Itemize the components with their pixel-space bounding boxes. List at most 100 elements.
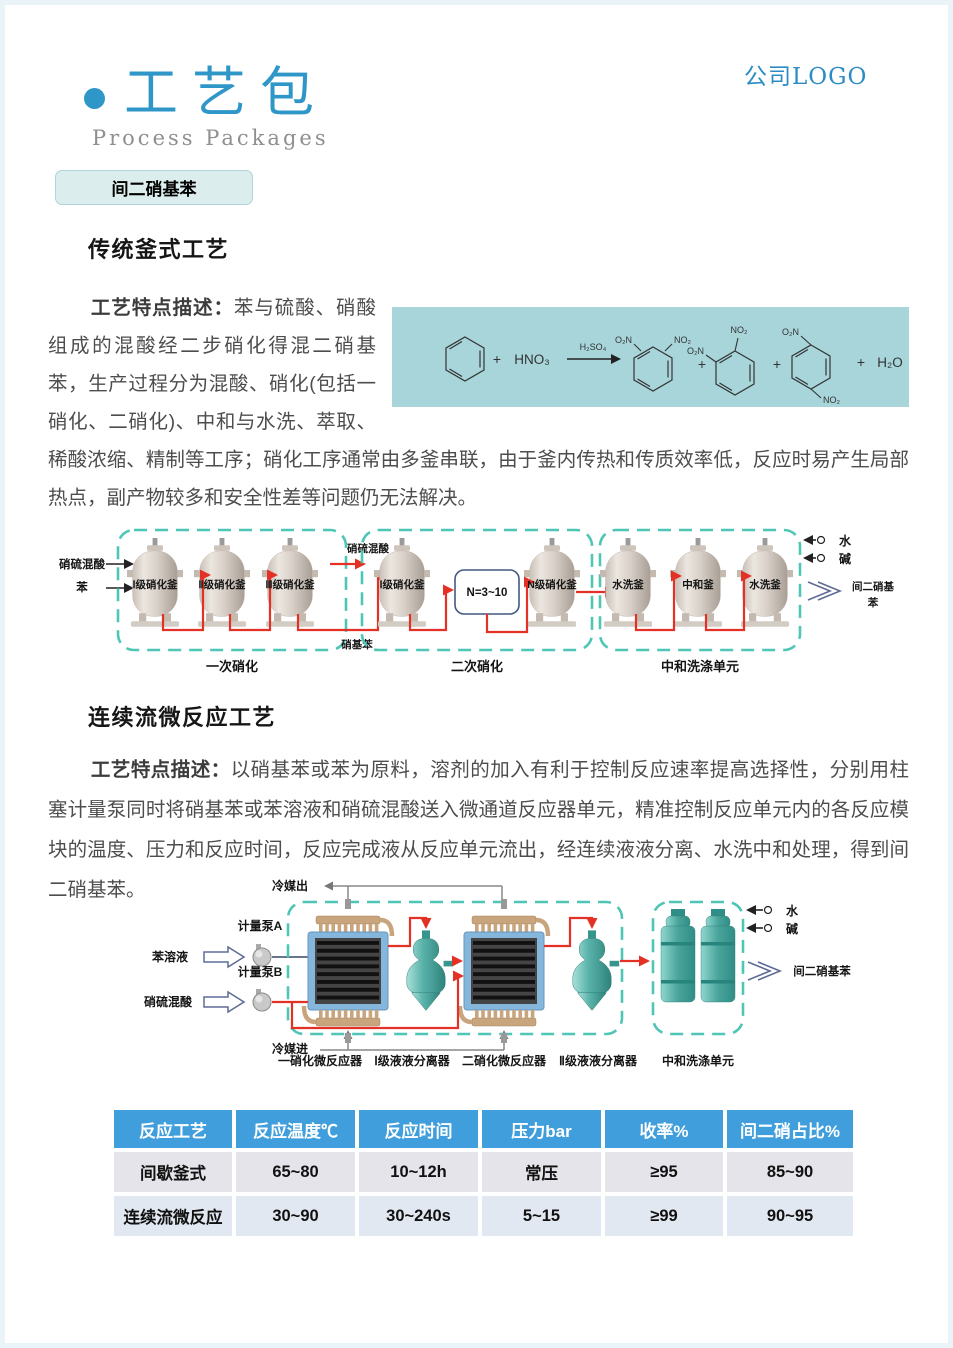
product-h2o: H₂O [877,355,903,370]
substituent-no2: NO₂ [674,335,692,345]
p-dinitrobenzene-ring-icon [791,344,831,390]
table-cell: ≥99 [605,1196,723,1236]
reaction-unit-boundary [286,900,624,1036]
m-dinitrobenzene-ring-icon [633,346,673,392]
column-icon [660,908,696,1003]
plus-sign: + [857,354,865,370]
flow-line [408,584,454,632]
paragraph-lead: 工艺特点描述： [90,759,231,781]
flow-line [388,916,432,948]
catalyst-h2so4: H₂SO₄ [580,342,607,352]
output-arrow-icon [747,961,773,981]
microreactor-icon [304,899,392,1043]
paragraph-lead: 工艺特点描述： [90,297,234,319]
table-row: 间歇釜式 65~80 10~12h 常压 ≥95 85~90 [114,1152,853,1192]
product-badge-label: 间二硝基苯 [111,180,197,199]
table-cell: 90~95 [727,1196,853,1236]
benzene-ring-icon [445,336,485,382]
substituent-o2n: O₂N [782,327,799,337]
unit1-boundary [116,528,348,652]
vessel-label: 水洗釜 [611,578,644,591]
feed-arrow-icon [203,991,245,1013]
flow-line [161,569,211,632]
table-cell: 30~90 [236,1196,355,1236]
pump-icon [252,989,272,1012]
stream-port-icon [763,923,773,933]
flow-line [290,970,464,1030]
section1-paragraph: + HNO₃ H₂SO₄ O₂N NO₂ + NO₂ O₂N + O₂N [48,289,909,517]
vessel-label: Ⅰ级硝化釜 [379,578,425,591]
table-cell: 85~90 [727,1152,853,1192]
table-cell: 65~80 [236,1152,355,1192]
vessel-label: N级硝化釜 [527,578,577,591]
table-cell: 30~240s [359,1196,478,1236]
unit2-caption: 二次硝化 [451,659,503,674]
mid-acid-label: 硝硫混酸 [347,542,389,555]
feed-label-acid: 硝硫混酸 [59,557,105,571]
reactor2-caption: 二硝化微反应器 [462,1053,547,1068]
substituent-no2: NO₂ [823,395,841,405]
table-cell: ≥95 [605,1152,723,1192]
vessel-label: 水洗釜 [748,578,781,591]
product-label: 间二硝基苯 [793,964,851,978]
product-label: 苯 [867,596,879,609]
micro-reaction-diagram: 冷媒出 冷媒进 苯溶液 硝硫混酸 计量泵A 计量泵B [144,878,851,1068]
nitrobenzene-label: 硝基苯 [341,638,373,651]
output-arrow-icon [817,581,843,601]
table-header-cell: 反应工艺 [114,1110,232,1148]
feed-a-label: 苯溶液 [151,949,188,964]
unit1-caption: 一次硝化 [206,659,258,674]
substituent-o2n: O₂N [615,335,632,345]
feed-arrow-icon [203,946,245,968]
pump-b-label: 计量泵B [238,964,283,979]
substituent-no2: NO₂ [730,325,748,335]
table-header-cell: 收率% [605,1110,723,1148]
substituent-o2n: O₂N [687,346,704,356]
pump-a-label: 计量泵A [238,918,283,933]
flow-line [704,570,752,632]
table-cell: 连续流微反应 [114,1196,232,1236]
comparison-table: 反应工艺 反应温度℃ 反应时间 压力bar 收率% 间二硝占比% 间歇釜式 65… [110,1106,857,1240]
vessel-label: Ⅰ级硝化釜 [132,578,178,591]
table-cell: 5~15 [482,1196,601,1236]
flow-line [485,576,535,634]
table-header-row: 反应工艺 反应温度℃ 反应时间 压力bar 收率% 间二硝占比% [114,1110,853,1148]
neutralize-caption: 中和洗涤单元 [662,1053,734,1068]
paragraph-body: 苯与硫酸、硝酸组成的混酸经二步硝化得混二硝基苯，生产过程分为混酸、硝化(包括一硝… [48,297,909,509]
table-cell: 10~12h [359,1152,478,1192]
product-label: 间二硝基 [852,580,894,593]
unit3-boundary [598,528,802,652]
separator1-caption: Ⅰ级液液分离器 [374,1053,451,1068]
section2-title: 连续流微反应工艺 [88,705,277,730]
plus-sign: + [773,356,781,372]
feed-b-label: 硝硫混酸 [144,994,193,1009]
page-title: 工艺包 [124,61,328,124]
company-logo: 公司LOGO [744,64,868,90]
stream-port-icon [816,535,826,545]
alkali-label: 碱 [839,551,851,566]
table-header-cell: 反应温度℃ [236,1110,355,1148]
bullet-icon [84,88,105,109]
separator2-caption: Ⅱ级液液分离器 [559,1053,638,1068]
reagent-hno3: HNO₃ [514,352,550,367]
flow-line [544,916,598,948]
product-badge: 间二硝基苯 [55,170,253,205]
stream-port-icon [816,553,826,563]
table-header-cell: 反应时间 [359,1110,478,1148]
section2-paragraph: 工艺特点描述：以硝基苯或苯为原料，溶剂的加入有利于控制反应速率提高选择性，分别用… [48,750,909,910]
flow-line [634,570,682,632]
flow-line [228,569,278,632]
reaction-scheme: + HNO₃ H₂SO₄ O₂N NO₂ + NO₂ O₂N + O₂N [392,307,909,407]
table-cell: 常压 [482,1152,601,1192]
feed-label-benzene: 苯 [75,580,88,594]
paragraph-body: 以硝基苯或苯为原料，溶剂的加入有利于控制反应速率提高选择性，分别用柱塞计量泵同时… [48,759,909,901]
table-header-cell: 间二硝占比% [727,1110,853,1148]
output-arrow-icon [757,961,783,981]
table-cell: 间歇釜式 [114,1152,232,1192]
stream-port-icon [763,905,773,915]
separator-icon [406,930,454,1011]
plus-sign: + [493,351,501,367]
n-stages-label: N=3~10 [467,587,508,599]
water-label: 水 [786,903,799,918]
